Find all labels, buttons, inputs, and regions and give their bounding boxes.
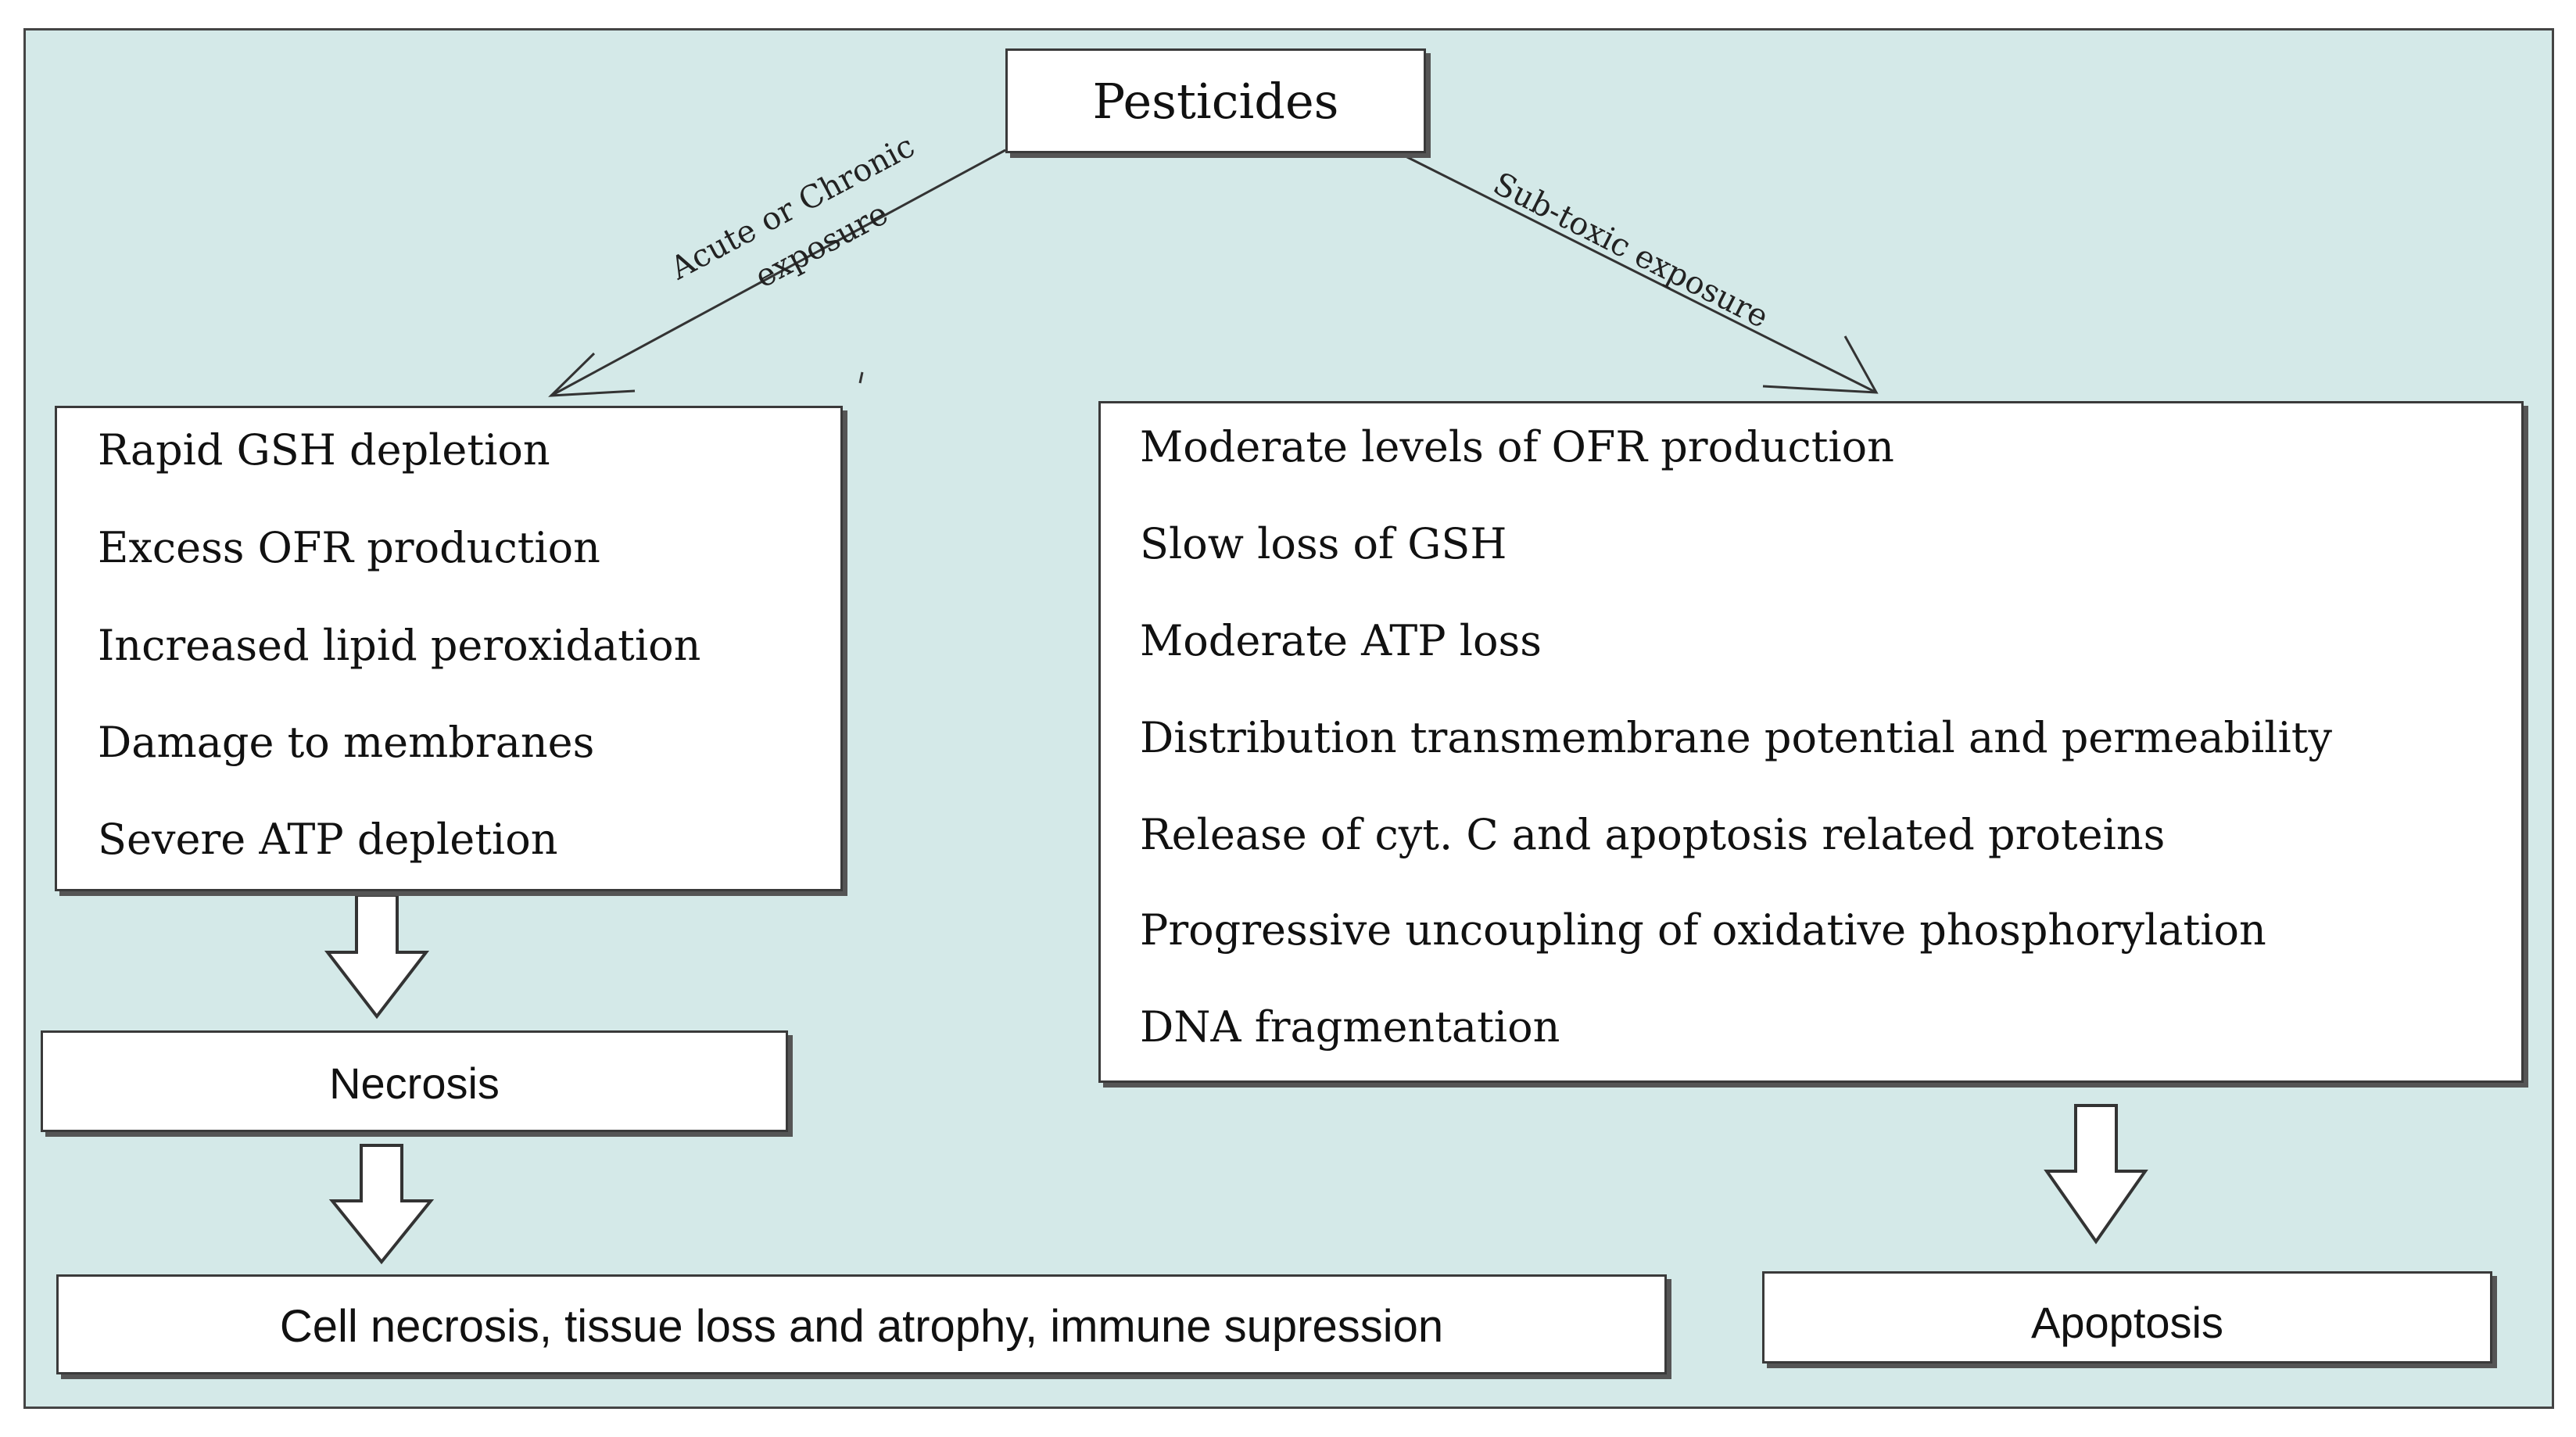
acute-effect-item: Severe ATP depletion — [98, 815, 558, 864]
subtoxic-effects-box: Moderate levels of OFR production Slow l… — [1098, 401, 2524, 1083]
subtoxic-effect-item: Moderate ATP loss — [1140, 616, 1542, 665]
right-edge-arrowhead — [1762, 335, 1879, 394]
pesticides-box: Pesticides — [1005, 48, 1426, 153]
subtoxic-effect-item: Distribution transmembrane potential and… — [1140, 713, 2332, 762]
down-arrow-to-cell-necrosis — [328, 1144, 435, 1265]
subtoxic-effect-item: Moderate levels of OFR production — [1140, 422, 1894, 471]
cell-necrosis-outcome-label: Cell necrosis, tissue loss and atrophy, … — [279, 1301, 1444, 1352]
apoptosis-outcome-box: Apoptosis — [1762, 1271, 2492, 1364]
apoptosis-outcome-label: Apoptosis — [2031, 1298, 2223, 1347]
acute-effect-item: Excess OFR production — [98, 523, 600, 572]
right-edge-label-text: Sub-toxic exposure — [1488, 166, 1775, 335]
left-edge-arrowhead — [548, 352, 636, 397]
acute-effect-item: Rapid GSH depletion — [98, 425, 550, 475]
necrosis-label: Necrosis — [329, 1059, 500, 1108]
down-arrow-to-apoptosis — [2044, 1104, 2148, 1245]
acute-effects-box: Rapid GSH depletion Excess OFR productio… — [55, 406, 843, 891]
stray-tick — [858, 371, 864, 384]
pesticides-label: Pesticides — [1092, 73, 1339, 130]
subtoxic-effect-item: Progressive uncoupling of oxidative phos… — [1140, 905, 2266, 955]
acute-effect-item: Damage to membranes — [98, 718, 595, 767]
necrosis-box: Necrosis — [41, 1030, 788, 1132]
right-edge-line — [1399, 152, 1877, 394]
subtoxic-effect-item: Release of cyt. C and apoptosis related … — [1140, 810, 2166, 859]
subtoxic-effect-item: Slow loss of GSH — [1140, 519, 1507, 568]
subtoxic-effect-item: DNA fragmentation — [1140, 1002, 1560, 1052]
right-edge-label: Sub-toxic exposure — [1488, 166, 1775, 335]
down-arrow-to-necrosis — [324, 894, 430, 1020]
acute-effect-item: Increased lipid peroxidation — [98, 621, 701, 670]
left-edge-line — [550, 149, 1006, 397]
left-edge-label: Acute or Chronic exposure — [664, 128, 920, 296]
cell-necrosis-outcome-box: Cell necrosis, tissue loss and atrophy, … — [56, 1274, 1667, 1374]
